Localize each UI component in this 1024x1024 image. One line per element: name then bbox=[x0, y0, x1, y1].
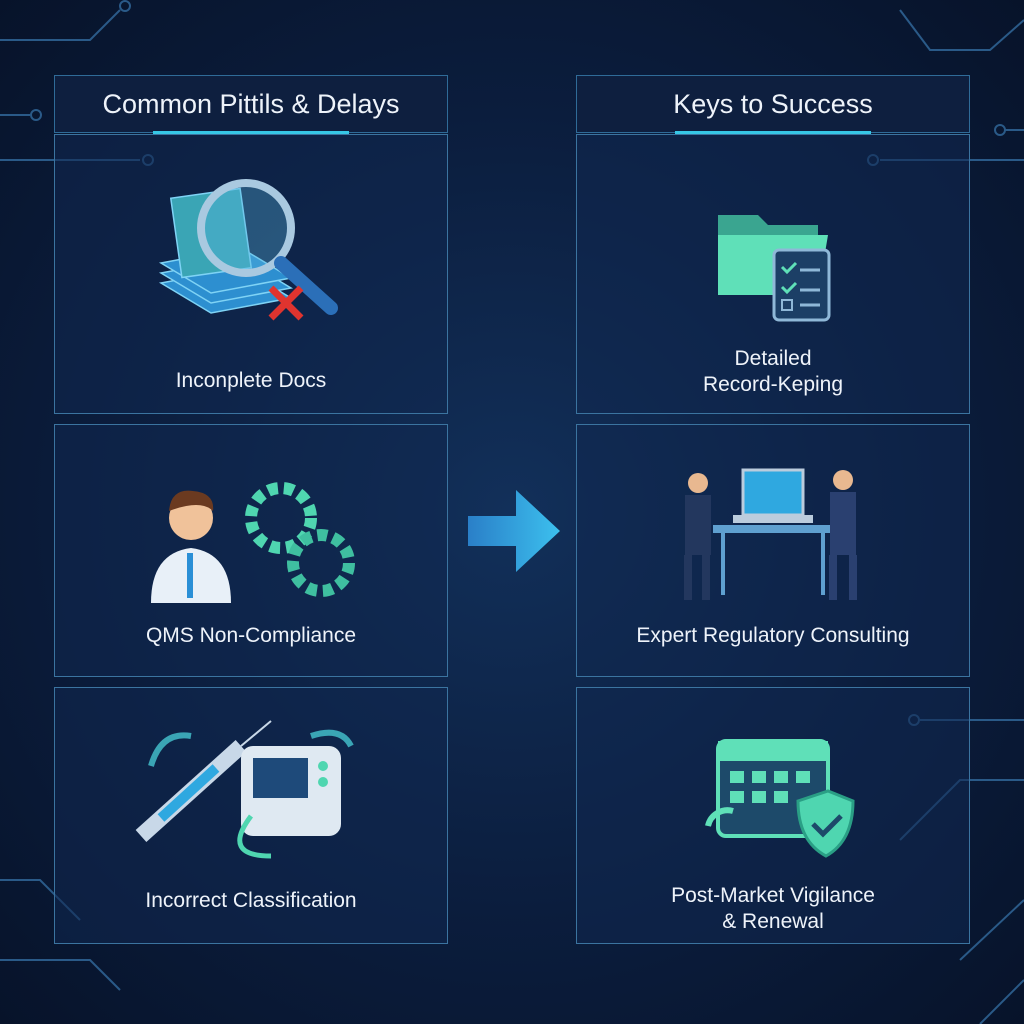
success-expert-consulting: Expert Regulatory Consulting bbox=[576, 424, 970, 677]
success-label-line2: & Renewal bbox=[722, 910, 824, 933]
success-label: Post-Market Vigilance & Renewal bbox=[577, 883, 969, 935]
consultants-laptop-icon bbox=[684, 468, 857, 600]
right-arrow-icon bbox=[468, 490, 560, 572]
success-post-market-vigilance: Post-Market Vigilance & Renewal bbox=[576, 687, 970, 944]
pitfall-label: Incorrect Classification bbox=[145, 889, 357, 912]
header-underline bbox=[153, 131, 349, 134]
pitfalls-title: Common Pittils & Delays bbox=[102, 88, 400, 119]
calendar-shield-icon bbox=[705, 739, 855, 858]
pitfall-label: QMS Non-Compliance bbox=[145, 624, 357, 647]
pitfall-label: Inconplete Docs bbox=[175, 369, 327, 392]
magnifier-documents-icon bbox=[158, 179, 338, 321]
syringe-device-icon bbox=[135, 720, 354, 859]
folder-checklist-icon bbox=[718, 215, 831, 322]
success-label-line1: Post-Market Vigilance bbox=[671, 884, 875, 907]
success-title: Keys to Success bbox=[673, 88, 873, 119]
header-underline bbox=[675, 131, 871, 134]
pitfall-incorrect-classification: Incorrect Classification bbox=[54, 687, 448, 944]
success-header: Keys to Success bbox=[576, 75, 970, 134]
doctor-gears-icon bbox=[151, 482, 355, 603]
success-label: Expert Regulatory Consulting bbox=[636, 624, 910, 647]
success-label-line1: Detailed bbox=[734, 347, 812, 370]
success-label-line2: Record-Keping bbox=[702, 373, 844, 396]
pitfalls-header: Common Pittils & Delays bbox=[54, 75, 448, 134]
pitfall-incomplete-docs: Inconplete Docs bbox=[54, 134, 448, 414]
pitfall-qms-non-compliance: QMS Non-Compliance bbox=[54, 424, 448, 677]
